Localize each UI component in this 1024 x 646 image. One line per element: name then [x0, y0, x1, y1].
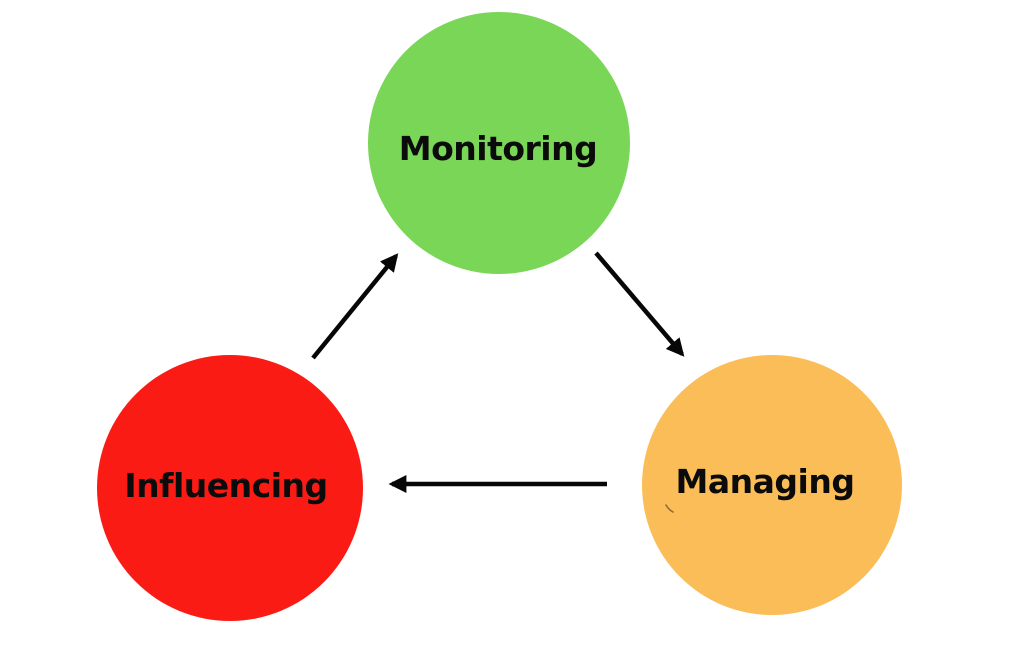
- monitoring-circle: [368, 12, 630, 274]
- arrow-monitoring-to-managing: [594, 251, 685, 357]
- influencing-label: Influencing: [124, 466, 327, 505]
- node-managing: Managing: [642, 355, 902, 615]
- arrow-influencing-to-monitoring: [311, 253, 399, 360]
- managing-label: Managing: [676, 462, 855, 501]
- stray-mark: [665, 504, 674, 513]
- influencing-circle: [97, 355, 363, 621]
- managing-circle: [642, 355, 902, 615]
- monitoring-label: Monitoring: [399, 129, 597, 168]
- node-monitoring: Monitoring: [368, 12, 630, 274]
- node-influencing: Influencing: [97, 355, 363, 621]
